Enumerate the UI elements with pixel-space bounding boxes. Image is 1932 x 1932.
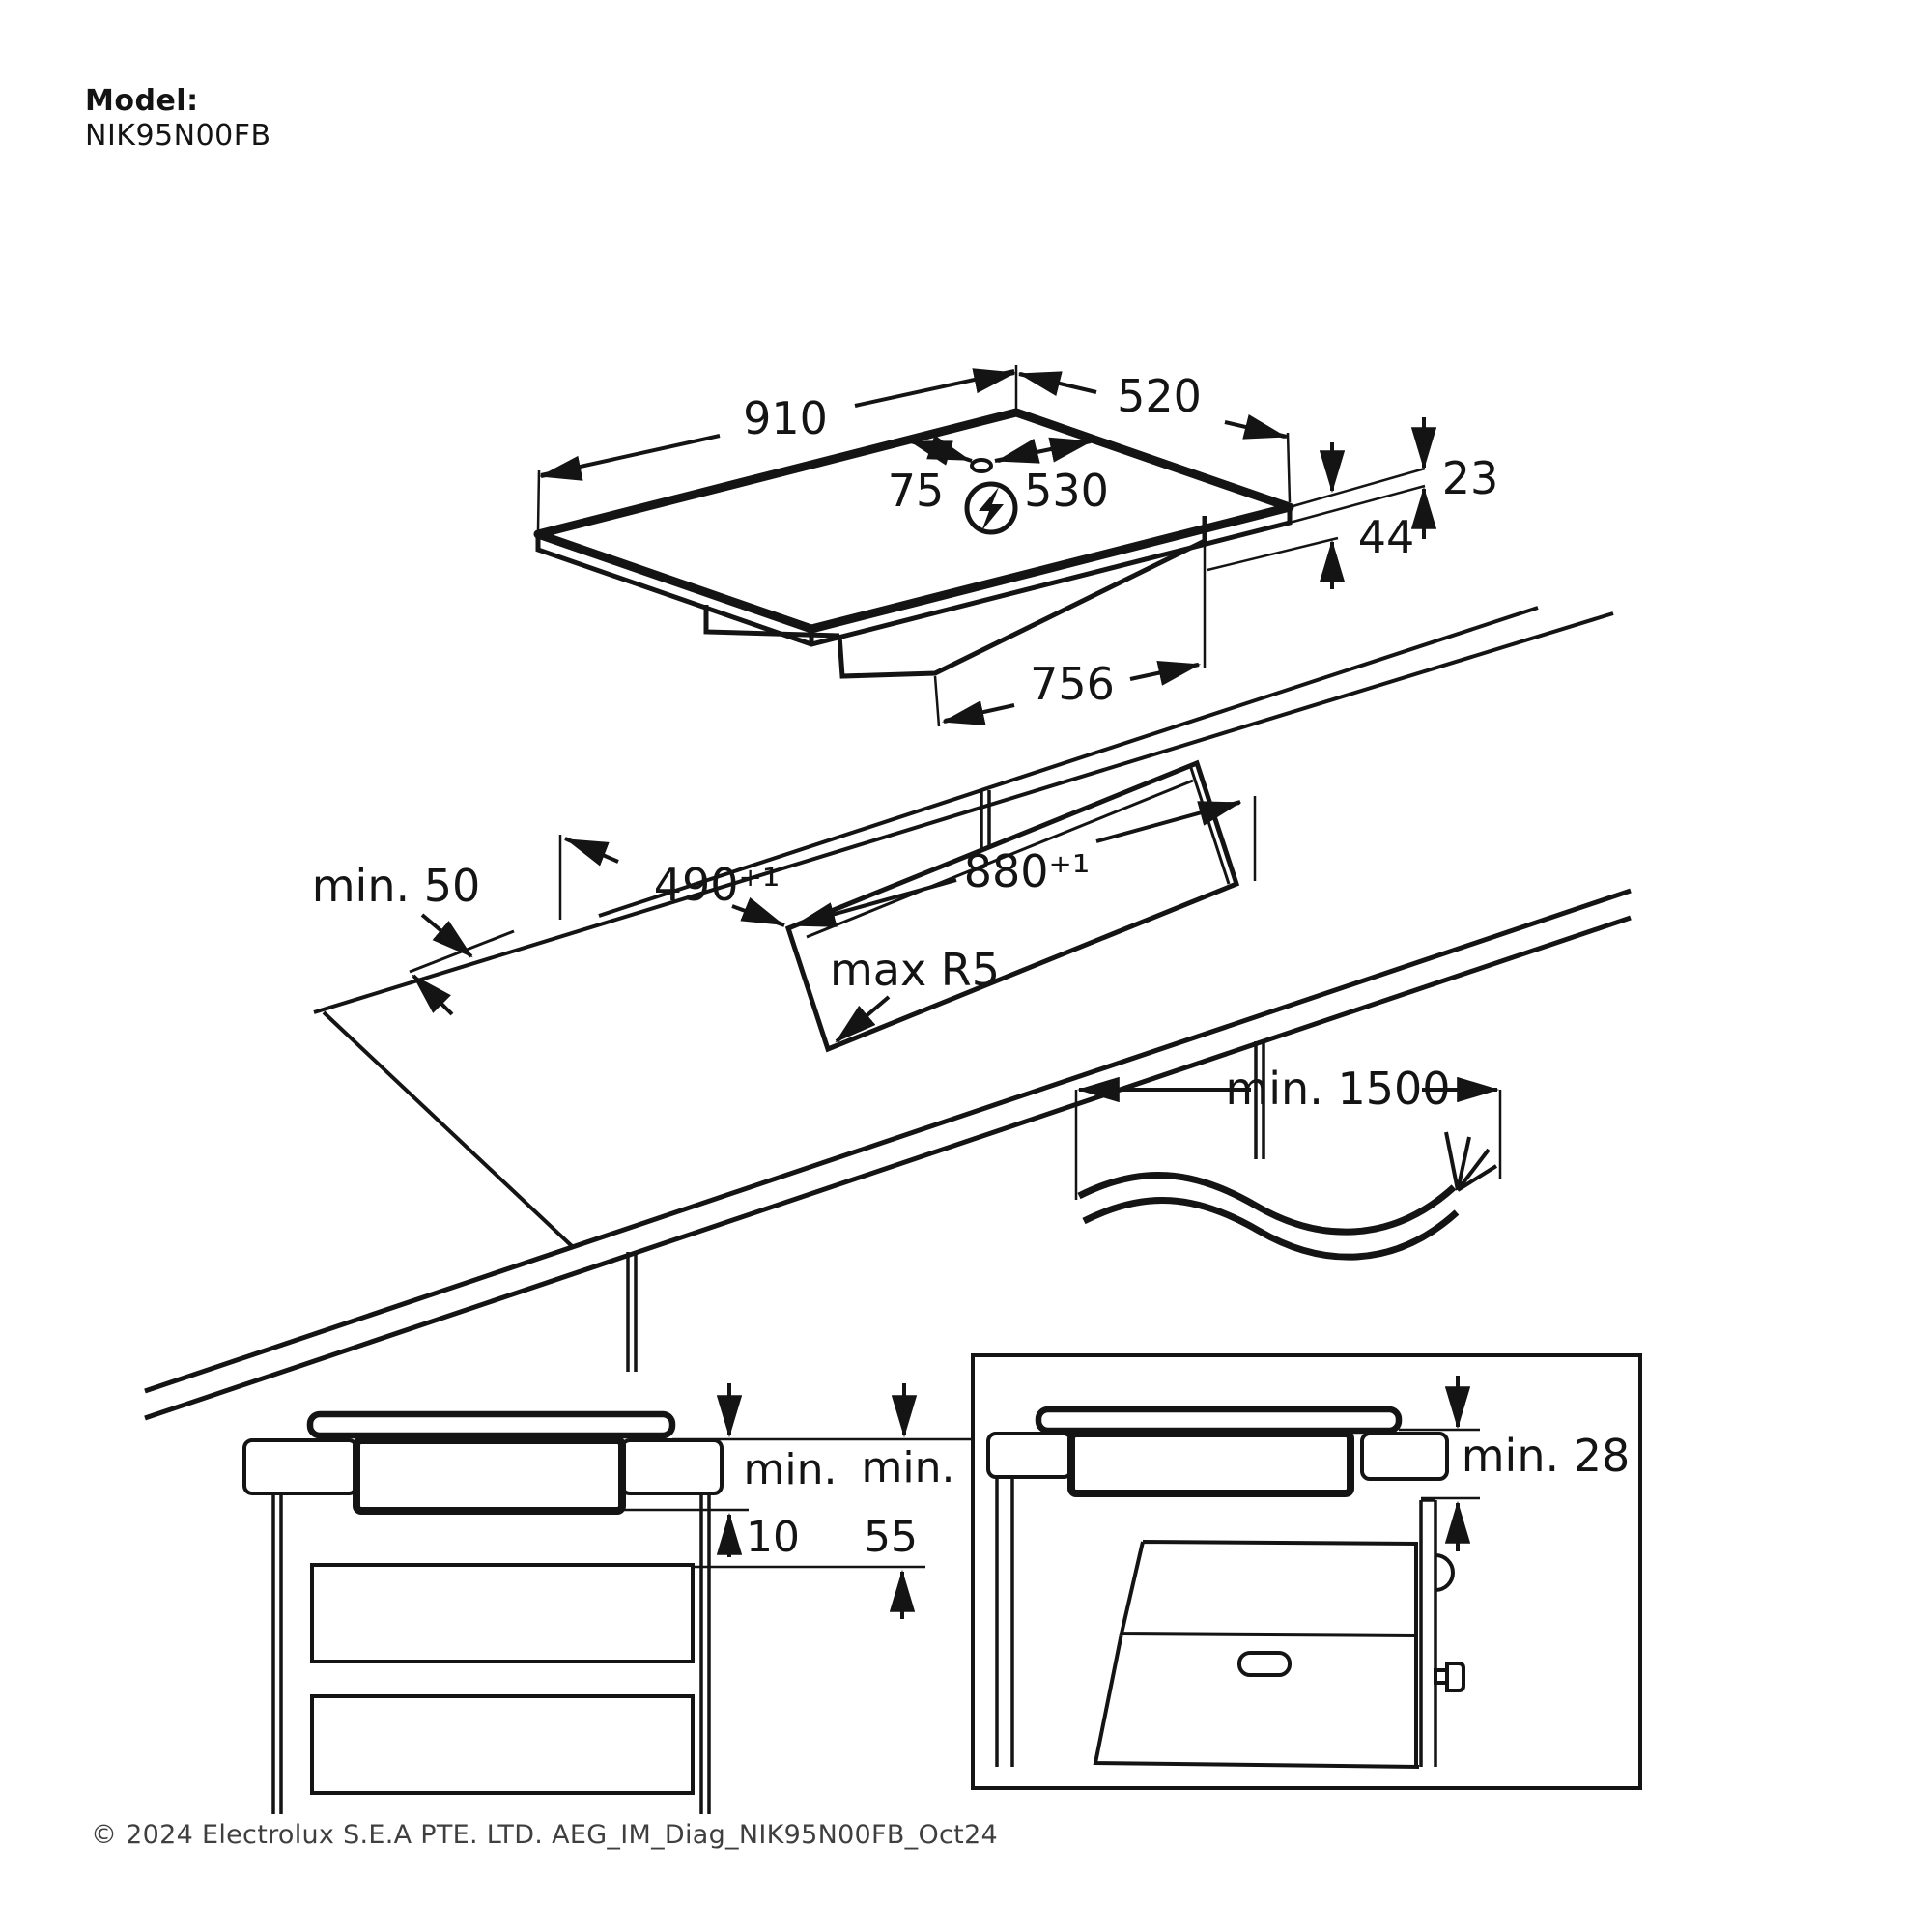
total-height-label: 44 bbox=[1358, 511, 1415, 563]
base-width-label: 756 bbox=[1030, 658, 1115, 710]
dim-hob-width: 910 bbox=[538, 368, 1017, 481]
dim-hob-depth: 520 bbox=[1017, 370, 1288, 440]
clearance-drawer-min-label: min. bbox=[862, 1443, 955, 1492]
oven-hinge-bump bbox=[1435, 1553, 1455, 1592]
oven-hob-glass bbox=[1035, 1406, 1403, 1435]
dim-oven-clearance: min. 28 bbox=[1444, 1376, 1631, 1551]
hob-width-label: 910 bbox=[743, 392, 828, 444]
cutout-depth-label: 490⁺¹ bbox=[654, 859, 781, 911]
figure-mains-cable: min. 1500 bbox=[1074, 1063, 1502, 1261]
clearance-top-min-label: min. bbox=[744, 1445, 838, 1494]
oven-side-knob bbox=[1434, 1662, 1465, 1692]
dim-cutout-depth: 490⁺¹ bbox=[564, 837, 785, 927]
lightning-in-circle-icon bbox=[964, 481, 1018, 535]
model-label: Model: bbox=[85, 84, 199, 118]
lightning-bolt-icon bbox=[979, 487, 1004, 531]
cable-length-label: min. 1500 bbox=[1225, 1063, 1450, 1115]
cable-span-label: 530 bbox=[1024, 465, 1109, 517]
oven-worktop-block-right bbox=[1360, 1432, 1449, 1481]
cable-wire-bottom bbox=[1082, 1197, 1460, 1261]
oven-clearance-label: min. 28 bbox=[1462, 1430, 1631, 1482]
hob-under-box bbox=[703, 516, 1208, 679]
dim-edge-clearance: min. 50 bbox=[312, 860, 515, 1016]
oven-cabinet-right-wall bbox=[1419, 1498, 1437, 1767]
edge-clearance-label: min. 50 bbox=[312, 860, 481, 912]
worktop-legs bbox=[626, 790, 1265, 1372]
figure-cabinet-section: min. 10 min. 55 bbox=[242, 1383, 976, 1814]
hob-underbox-section bbox=[353, 1436, 626, 1515]
cable-extension-lines bbox=[1074, 1090, 1502, 1200]
footer-copyright: © 2024 Electrolux S.E.A PTE. LTD. AEG_IM… bbox=[91, 1820, 998, 1850]
hob-depth-label: 520 bbox=[1117, 370, 1202, 422]
dim-cutout-width: 880⁺¹ bbox=[792, 800, 1242, 927]
worktop-back-wall-line bbox=[598, 606, 1539, 918]
worktop-front-band bbox=[144, 888, 1632, 1421]
oven-body bbox=[1093, 1540, 1420, 1769]
hob-glass-top bbox=[533, 408, 1294, 634]
hob-glass-section bbox=[306, 1410, 676, 1439]
oven-extension-lines bbox=[1399, 1428, 1480, 1500]
cutout-hole bbox=[784, 759, 1240, 1053]
glass-height-label: 23 bbox=[1442, 452, 1499, 504]
oven-hob-underbox bbox=[1067, 1430, 1354, 1497]
worktop-block-left bbox=[242, 1438, 358, 1495]
oven-worktop-block-left bbox=[986, 1432, 1073, 1479]
worktop-left-end-edge bbox=[322, 1010, 574, 1248]
cabinet-side-walls bbox=[271, 1493, 711, 1814]
model-value: NIK95N00FB bbox=[85, 119, 271, 153]
cutout-width-label: 880⁺¹ bbox=[964, 845, 1091, 897]
dim-clearances: min. 10 min. 55 bbox=[716, 1383, 955, 1619]
oven-handle bbox=[1237, 1651, 1292, 1677]
figure-hob-isometric: 910 520 75 530 bbox=[533, 365, 1499, 727]
dim-cable-hole: 75 530 bbox=[888, 435, 1109, 517]
corner-radius-label: max R5 bbox=[830, 944, 1000, 996]
figure-oven-section: min. 28 bbox=[971, 1353, 1642, 1790]
cable-hole bbox=[970, 458, 993, 473]
worktop-slab-back-edge bbox=[313, 611, 1614, 1014]
dim-hob-heights: 23 44 bbox=[1319, 417, 1499, 589]
cabinet-drawers bbox=[310, 1563, 695, 1795]
dim-base-width: 756 bbox=[941, 658, 1202, 726]
cutout-inner-thickness bbox=[806, 767, 1231, 939]
cutout-extension-lines bbox=[558, 796, 1257, 920]
clearance-drawer-value: 55 bbox=[864, 1513, 918, 1562]
dim-corner-radius: max R5 bbox=[830, 944, 1000, 1043]
figure-worktop-cutout: 490⁺¹ 880⁺¹ min. 50 max R5 bbox=[144, 606, 1632, 1421]
cabinet-extension-lines bbox=[622, 1437, 976, 1569]
header: Model: NIK95N00FB bbox=[85, 84, 271, 153]
cable-wire-top bbox=[1077, 1172, 1457, 1236]
cable-offset-label: 75 bbox=[888, 465, 945, 517]
worktop-block-right bbox=[620, 1438, 724, 1495]
oven-cabinet-left-wall bbox=[995, 1477, 1014, 1767]
cable-wire-strands bbox=[1444, 1131, 1498, 1192]
clearance-top-value: 10 bbox=[746, 1513, 800, 1562]
